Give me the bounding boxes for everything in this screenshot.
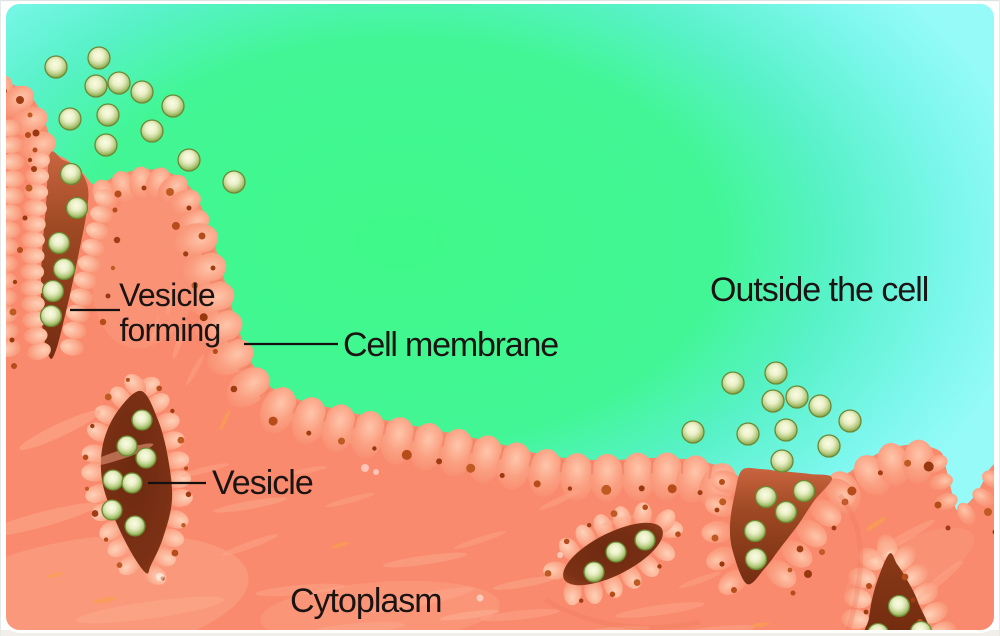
svg-text:Vesicle: Vesicle	[119, 277, 215, 313]
svg-text:Cytoplasm: Cytoplasm	[290, 582, 442, 620]
svg-text:forming: forming	[119, 312, 220, 348]
svg-text:Outside the cell: Outside the cell	[710, 271, 928, 309]
svg-text:Vesicle: Vesicle	[212, 464, 313, 502]
svg-text:Cell membrane: Cell membrane	[343, 326, 558, 364]
